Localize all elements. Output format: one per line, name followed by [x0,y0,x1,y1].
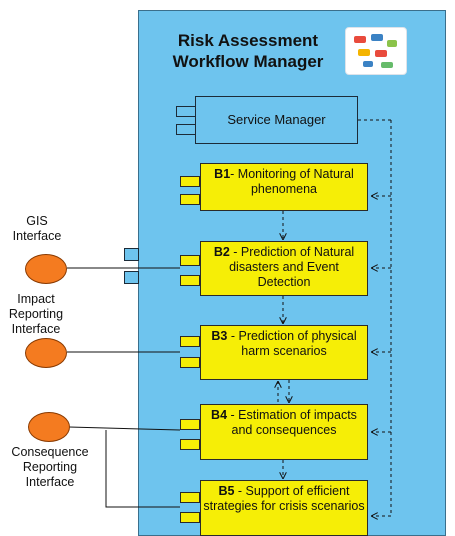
component-b4-port [180,419,200,430]
component-b2-port [180,255,200,266]
consequence-interface-link-b5 [105,430,180,508]
component-b5-port [180,492,200,503]
component-b3-id: B3 [211,329,228,343]
component-b2-text: - Prediction of Natural disasters and Ev… [229,245,355,289]
gis-interface-icon [25,254,67,284]
component-b3: B3 - Prediction of physical harm scenari… [200,325,368,380]
component-b1-text: - Monitoring of Natural phenomena [230,167,354,196]
service-manager-port [176,106,196,117]
component-b2-port [180,275,200,286]
boundary-port [124,271,139,284]
service-manager-port [176,124,196,135]
workflow-diagram-icon [345,27,407,75]
consequence-interface-link [68,426,181,431]
component-b5: B5 - Support of efficient strategies for… [200,480,368,536]
impact-interface-label: Impact Reporting Interface [8,292,64,336]
diagram-title: Risk Assessment Workflow Manager [172,31,324,71]
component-b2-id: B2 [213,245,230,259]
consequence-interface-label: Consequence Reporting Interface [11,445,89,489]
gis-interface-label: GIS Interface [12,214,62,243]
component-b5-port [180,512,200,523]
component-b1: B1- Monitoring of Natural phenomena [200,163,368,211]
component-b1-port [180,194,200,205]
component-b4-id: B4 [211,408,228,422]
service-manager-label: Service Manager [227,112,326,127]
impact-interface-icon [25,338,67,368]
component-b3-port [180,336,200,347]
service-manager-box: Service Manager [195,96,358,144]
component-b5-text: - Support of efficient strategies for cr… [203,484,365,513]
consequence-interface-icon [28,412,70,442]
component-b4: B4 - Estimation of impacts and consequen… [200,404,368,460]
component-b4-port [180,439,200,450]
component-b1-id: B1 [214,167,231,181]
component-b2: B2 - Prediction of Natural disasters and… [200,241,368,296]
component-b3-port [180,357,200,368]
component-b5-id: B5 [218,484,235,498]
boundary-port [124,248,139,261]
component-b3-text: - Prediction of physical harm scenarios [227,329,357,358]
component-b1-port [180,176,200,187]
component-b4-text: - Estimation of impacts and consequences [227,408,357,437]
